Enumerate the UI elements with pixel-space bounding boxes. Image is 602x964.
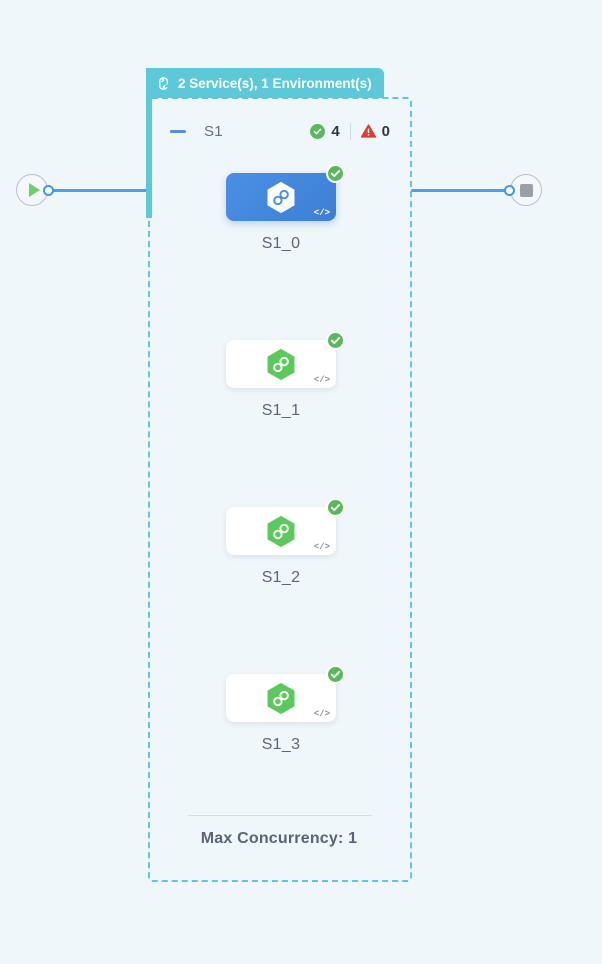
service-name-label: S1 <box>204 122 223 140</box>
task-card[interactable]: </> <box>226 331 345 388</box>
check-circle-icon <box>310 123 326 139</box>
task-node-s1-1[interactable]: </> S1_1 <box>226 331 345 420</box>
code-icon: </> <box>313 709 330 719</box>
task-label: S1_3 <box>261 736 301 753</box>
end-node-input-port[interactable] <box>504 185 515 196</box>
task-label: S1_0 <box>261 235 301 252</box>
check-badge-icon <box>326 498 345 517</box>
edge-group-to-end <box>411 189 506 192</box>
stop-icon <box>519 183 533 197</box>
service-group-border <box>148 97 412 882</box>
service-header-row: S1 4 0 <box>170 118 390 144</box>
warning-triangle-icon <box>360 124 376 138</box>
task-node-s1-2[interactable]: </> S1_2 <box>226 498 345 587</box>
task-card[interactable]: </> <box>226 498 345 555</box>
success-counter: 4 <box>310 122 340 140</box>
service-hexagon-icon <box>267 682 295 714</box>
task-card[interactable]: </> <box>226 164 345 221</box>
service-group-anchor-bar <box>146 68 152 218</box>
service-group-header[interactable]: 2 Service(s), 1 Environment(s) <box>146 68 384 98</box>
task-card[interactable]: </> <box>226 665 345 722</box>
code-icon: </> <box>313 208 330 218</box>
task-node-s1-0[interactable]: </> S1_0 <box>226 164 345 253</box>
counter-divider <box>349 122 351 140</box>
service-counters: 4 0 <box>310 122 390 140</box>
play-icon <box>28 183 40 197</box>
edge-start-to-group <box>52 189 148 192</box>
check-badge-icon <box>326 164 345 183</box>
task-node-s1-3[interactable]: </> S1_3 <box>226 665 345 754</box>
loop-icon <box>159 76 168 90</box>
max-concurrency-label: Max Concurrency: 1 <box>200 830 358 847</box>
footer-divider <box>188 815 372 816</box>
task-label: S1_2 <box>261 569 301 586</box>
service-group-header-label: 2 Service(s), 1 Environment(s) <box>178 75 372 91</box>
check-badge-icon <box>326 331 345 350</box>
code-icon: </> <box>313 375 330 385</box>
end-node[interactable] <box>510 174 542 206</box>
error-count: 0 <box>381 122 390 140</box>
start-node[interactable] <box>16 174 48 206</box>
code-icon: </> <box>313 542 330 552</box>
start-node-output-port[interactable] <box>43 185 54 196</box>
task-label: S1_1 <box>261 402 301 419</box>
minus-icon[interactable] <box>170 129 186 133</box>
service-hexagon-icon <box>267 348 295 380</box>
service-group: 2 Service(s), 1 Environment(s) S1 4 <box>146 68 412 882</box>
error-counter: 0 <box>360 122 390 140</box>
service-hexagon-icon <box>267 181 295 213</box>
check-badge-icon <box>326 665 345 684</box>
service-hexagon-icon <box>267 515 295 547</box>
success-count: 4 <box>331 122 340 140</box>
